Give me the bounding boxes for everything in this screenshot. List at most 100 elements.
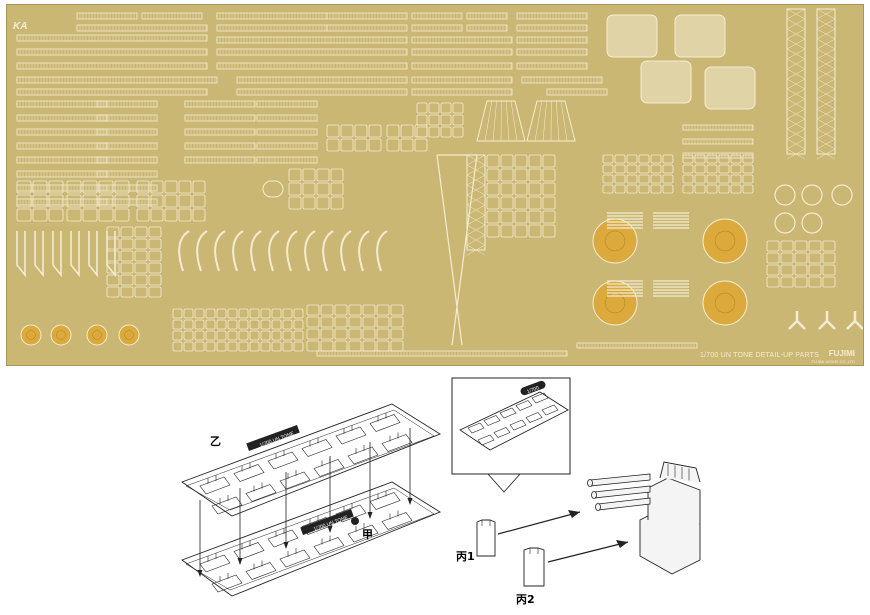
grid-cell: [228, 331, 237, 340]
grid-cell: [651, 155, 661, 163]
grid-cell: [165, 181, 177, 193]
railing: [185, 129, 255, 135]
grid-cell: [121, 287, 133, 297]
grid-cell: [387, 125, 399, 137]
railing: [517, 49, 587, 55]
grid-cell: [615, 155, 625, 163]
grid-cell: [487, 183, 499, 195]
sheet-part: [212, 575, 242, 592]
grid-cell: [149, 227, 161, 237]
grid-cell: [543, 183, 555, 195]
grid-cell: [250, 320, 259, 329]
railing: [517, 63, 587, 69]
upper-sheet-outline: [182, 404, 440, 516]
grid-cell: [529, 225, 541, 237]
railing: [185, 157, 255, 163]
grid-cell: [363, 305, 375, 315]
grid-cell: [272, 320, 281, 329]
sheet-part: [246, 563, 276, 580]
grid-cell: [363, 341, 375, 351]
grid-cell: [195, 309, 204, 318]
railing: [17, 49, 207, 55]
grid-cell: [391, 317, 403, 327]
grid-cell: [487, 155, 499, 167]
grid-cell: [184, 331, 193, 340]
grid-cell: [529, 211, 541, 223]
grid-cell: [377, 341, 389, 351]
railing: [412, 13, 462, 19]
grid-cell: [195, 331, 204, 340]
grid-cell: [135, 263, 147, 273]
grid-cell: [349, 305, 361, 315]
grid-cell: [683, 155, 693, 163]
grid-cell: [121, 275, 133, 285]
grid-cell: [743, 185, 753, 193]
grid-cell: [683, 185, 693, 193]
stacking-arrows: [198, 428, 413, 577]
grid-cell: [401, 125, 413, 137]
grid-cell: [107, 227, 119, 237]
grid-cell: [515, 197, 527, 209]
sheet-part: [200, 555, 230, 572]
railing: [17, 63, 207, 69]
grid-cell: [543, 225, 555, 237]
misc-parts: [263, 181, 863, 329]
grid-cell: [453, 127, 463, 137]
grid-cell: [261, 309, 270, 318]
grid-cell: [135, 239, 147, 249]
grid-cell: [349, 329, 361, 339]
grid-cell: [355, 125, 367, 137]
railing: [17, 35, 207, 41]
grid-cell: [377, 305, 389, 315]
frame-part: [89, 231, 97, 275]
grid-cell: [261, 342, 270, 351]
fret-product-label: 1/700 UN TONE DETAIL-UP PARTS: [700, 352, 819, 359]
grid-cell: [515, 155, 527, 167]
railing: [683, 153, 753, 158]
grid-cell: [501, 225, 513, 237]
grid-cell: [627, 165, 637, 173]
inset-part: [510, 420, 526, 430]
grid-cell: [719, 175, 729, 183]
grid-cell: [809, 277, 821, 287]
grid-cell: [321, 317, 333, 327]
grid-cell: [121, 251, 133, 261]
grid-cell: [529, 197, 541, 209]
grid-cell: [239, 331, 248, 340]
railing: [517, 37, 587, 43]
grid-cell: [615, 165, 625, 173]
grid-cell: [707, 165, 717, 173]
grid-cell: [107, 287, 119, 297]
hatch: [263, 181, 283, 197]
assembly-instructions: 乙 甲 丙1 丙2 1/700 UN TONE 1/700 UN TONE 1/…: [0, 370, 870, 610]
grid-cell: [294, 342, 303, 351]
gold-disk: [21, 325, 41, 345]
grid-cell: [441, 115, 451, 125]
grid-cell: [307, 341, 319, 351]
grid-cell: [261, 320, 270, 329]
inset-part: [526, 413, 542, 423]
grid-cell: [294, 309, 303, 318]
grid-cell: [33, 209, 47, 221]
grid-cell: [217, 331, 226, 340]
propeller: [847, 311, 863, 329]
grid-cell: [303, 183, 315, 195]
gun-barrel: [590, 474, 650, 486]
grid-cell: [823, 253, 835, 263]
grid-cell: [135, 227, 147, 237]
grid-cell: [283, 331, 292, 340]
grid-cell: [294, 320, 303, 329]
propeller: [789, 311, 805, 329]
label-hei2: 丙2: [516, 593, 535, 606]
boat-cradles: [17, 15, 755, 275]
grid-cell: [121, 227, 133, 237]
part-hei2: [524, 548, 544, 586]
railing: [517, 13, 587, 19]
grid-cell: [441, 103, 451, 113]
grid-cell: [272, 342, 281, 351]
grid-cell: [663, 155, 673, 163]
sheet-part: [382, 435, 412, 452]
grid-cell: [165, 195, 177, 207]
grid-cell: [239, 309, 248, 318]
grid-cell: [529, 169, 541, 181]
